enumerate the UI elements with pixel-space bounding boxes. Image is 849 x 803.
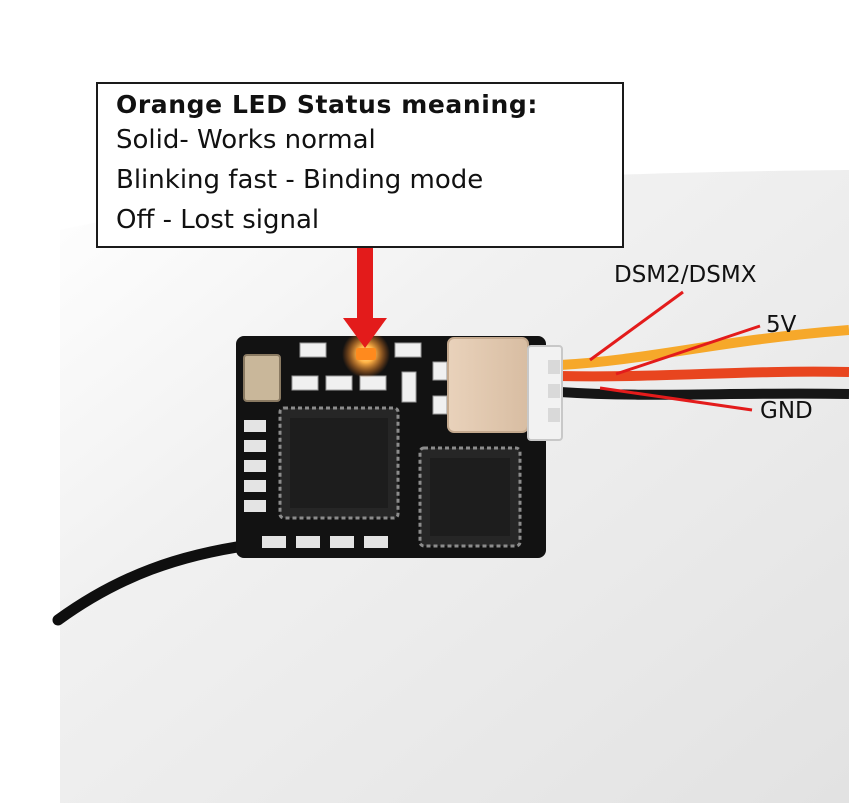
wire-ground	[559, 387, 849, 400]
led-status-callout: Orange LED Status meaning: Solid- Works …	[96, 82, 624, 248]
callout-line-solid: Solid- Works normal	[116, 125, 376, 155]
arrow-shaft	[357, 248, 373, 320]
leader-ground	[599, 386, 753, 412]
smd-component	[244, 460, 266, 472]
wire-label-ground: GND	[760, 398, 813, 424]
smd-component	[432, 395, 448, 415]
smd-component	[325, 375, 353, 391]
antenna-wire	[52, 539, 256, 626]
smd-component	[244, 420, 266, 432]
gold-pad	[243, 354, 281, 402]
callout-line-off: Off - Lost signal	[116, 205, 320, 235]
smd-component	[330, 536, 354, 548]
smd-component	[359, 375, 387, 391]
smd-component	[364, 536, 388, 548]
jst-connector	[447, 337, 529, 433]
wire-label-signal: DSM2/DSMX	[614, 262, 757, 288]
smd-component	[432, 361, 448, 381]
leader-signal	[589, 290, 684, 362]
callout-title: Orange LED Status meaning:	[116, 90, 538, 119]
smd-component	[291, 375, 319, 391]
smd-component	[401, 371, 417, 403]
smd-component	[296, 536, 320, 548]
wire-power	[559, 366, 849, 382]
status-led	[356, 348, 376, 360]
smd-component	[244, 480, 266, 492]
smd-component	[244, 500, 266, 512]
smd-component	[244, 440, 266, 452]
callout-line-blinking: Blinking fast - Binding mode	[116, 165, 484, 195]
smd-component	[394, 342, 422, 358]
smd-component	[299, 342, 327, 358]
wire-label-power: 5V	[766, 312, 797, 338]
smd-component	[262, 536, 286, 548]
arrow-head	[343, 318, 387, 348]
leader-power	[615, 324, 761, 376]
